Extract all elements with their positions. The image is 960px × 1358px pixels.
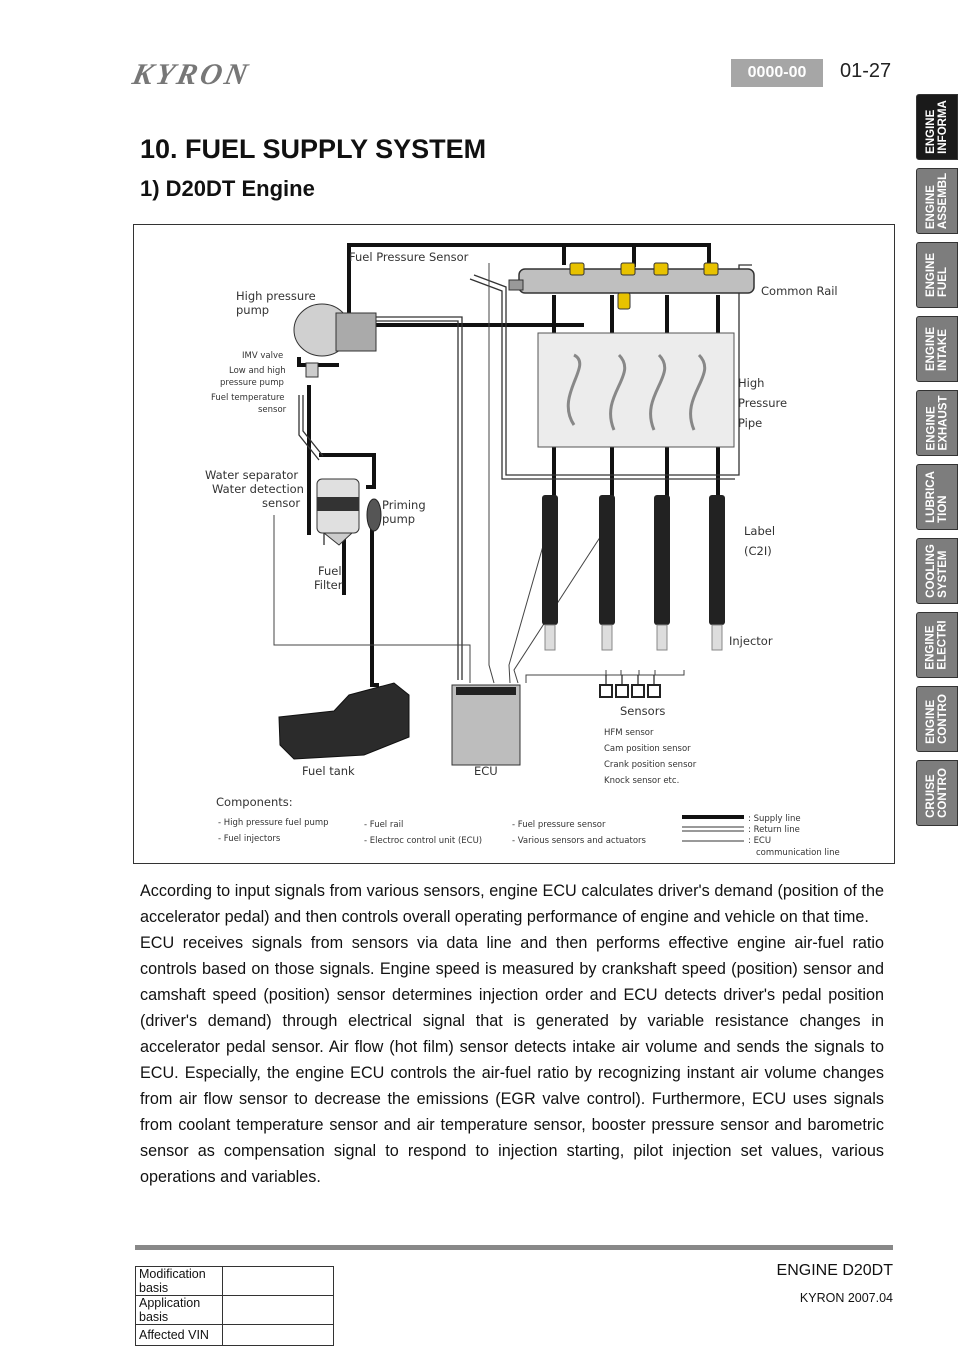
diagram-svg: Fuel Pressure Sensor High pressure pump …: [205, 243, 840, 858]
footer-cell-value: [222, 1266, 334, 1296]
tab-label: ENGINE ELECTRI: [925, 620, 950, 670]
legend-supply-line: : Supply line: [748, 814, 801, 824]
tab-cruise-control[interactable]: CRUISE CONTRO: [916, 760, 958, 826]
component-item: - Various sensors and actuators: [512, 836, 647, 846]
fuel-tank-shape: [278, 682, 410, 760]
rail-connectors: [569, 262, 719, 310]
section-tabs: ENGINE INFORMA ENGINE ASSEMBL ENGINE FUE…: [916, 94, 960, 834]
high-pressure-pipes-box: [537, 332, 735, 448]
pipe-shapes: [566, 353, 707, 431]
footer-cell-value: [222, 1295, 334, 1325]
label-cam-sensor: Cam position sensor: [604, 744, 691, 754]
component-item: - High pressure fuel pump: [218, 818, 329, 828]
tab-engine-intake[interactable]: ENGINE INTAKE: [916, 316, 958, 382]
component-item: - Electroc control unit (ECU): [364, 836, 482, 846]
fuel-filter-shape: [316, 478, 382, 546]
label-imv-valve: IMV valve: [242, 351, 283, 361]
label-priming-2: pump: [382, 512, 415, 526]
label-fuel-pressure-sensor: Fuel Pressure Sensor: [349, 250, 469, 264]
label-ecu: ECU: [474, 764, 498, 778]
label-hp-pump-2: pump: [236, 303, 269, 317]
footer-engine: ENGINE D20DT: [776, 1262, 893, 1279]
fuel-pressure-sensor-shape: [508, 279, 524, 291]
tab-label: ENGINE ASSEMBL: [925, 172, 950, 230]
tab-label: ENGINE INTAKE: [925, 326, 949, 372]
fuel-system-diagram: Fuel Pressure Sensor High pressure pump …: [133, 224, 895, 864]
footer-cell-value: [222, 1324, 334, 1346]
table-row: Affected VIN: [135, 1324, 334, 1346]
tab-label: ENGINE FUEL: [925, 252, 949, 298]
tab-label: ENGINE CONTRO: [925, 694, 949, 744]
tab-label: ENGINE EXHAUST: [925, 395, 950, 451]
label-injector: Injector: [729, 634, 773, 648]
tab-cooling-system[interactable]: COOLING SYSTEM: [916, 538, 958, 604]
tab-lubrication[interactable]: LUBRICA TION: [916, 464, 958, 530]
legend-ecu-line-1: : ECU: [748, 836, 771, 846]
body-paragraph-2: ECU receives signals from sensors via da…: [140, 934, 884, 1186]
footer-table: Modification basis Application basis Aff…: [135, 1266, 334, 1346]
component-item: - Fuel rail: [364, 820, 403, 830]
label-label-2: (C2I): [744, 544, 772, 558]
label-water-detection-2: sensor: [262, 496, 300, 510]
label-water-separator: Water separator: [205, 468, 298, 482]
injector-shapes: [542, 495, 725, 651]
legend-ecu-line-2: communication line: [756, 848, 840, 858]
page-code-badge: 0000-00: [731, 59, 823, 87]
label-fuel-temp-2: sensor: [258, 405, 287, 415]
tab-engine-exhaust[interactable]: ENGINE EXHAUST: [916, 390, 958, 456]
footer-cell-label: Application basis: [135, 1295, 223, 1325]
label-hp-pipe-2: Pressure: [738, 396, 787, 410]
ecu-shape: [451, 684, 521, 766]
label-sensors: Sensors: [620, 704, 665, 718]
sensor-connectors: [605, 675, 655, 685]
label-crank-sensor: Crank position sensor: [604, 760, 697, 770]
table-row: Application basis: [135, 1295, 334, 1325]
page-number: 01-27: [840, 60, 892, 82]
footer-rule: [135, 1245, 893, 1250]
label-fuel-filter-2: Filter: [314, 578, 343, 592]
label-hfm-sensor: HFM sensor: [604, 728, 654, 738]
page-title: 10. FUEL SUPPLY SYSTEM: [140, 134, 487, 164]
label-knock-sensor: Knock sensor etc.: [604, 776, 679, 786]
section-subtitle: 1) D20DT Engine: [140, 176, 315, 201]
label-label-1: Label: [744, 524, 775, 538]
high-pressure-pump-shape: [293, 303, 377, 378]
tab-label: CRUISE CONTRO: [925, 768, 949, 818]
footer-model: KYRON 2007.04: [799, 1291, 893, 1305]
legend-return-line: : Return line: [748, 825, 800, 835]
label-common-rail: Common Rail: [761, 284, 838, 298]
tab-label: LUBRICA TION: [925, 471, 949, 523]
component-item: - Fuel pressure sensor: [512, 820, 606, 830]
table-row: Modification basis: [135, 1266, 334, 1296]
ecu-lines: [273, 263, 685, 684]
label-hp-pipe-3: Pipe: [738, 416, 762, 430]
tab-label: ENGINE INFORMA: [925, 100, 950, 154]
component-item: - Fuel injectors: [218, 834, 281, 844]
sensor-boxes: [599, 684, 661, 698]
kyron-logo: KYRON: [129, 58, 254, 91]
label-fuel-tank: Fuel tank: [302, 764, 355, 778]
tab-engine-control[interactable]: ENGINE CONTRO: [916, 686, 958, 752]
body-paragraph-1: According to input signals from various …: [140, 882, 884, 926]
common-rail-shape: [518, 268, 755, 294]
label-hp-pump-1: High pressure: [236, 289, 316, 303]
label-priming-1: Priming: [382, 498, 426, 512]
footer-cell-label: Affected VIN: [135, 1324, 223, 1346]
label-low-high-1: Low and high: [229, 366, 286, 376]
tab-engine-information[interactable]: ENGINE INFORMA: [916, 94, 958, 160]
tab-engine-electrical[interactable]: ENGINE ELECTRI: [916, 612, 958, 678]
tab-engine-fuel[interactable]: ENGINE FUEL: [916, 242, 958, 308]
tab-label: COOLING SYSTEM: [925, 544, 950, 598]
components-heading: Components:: [216, 795, 293, 809]
label-fuel-temp-1: Fuel temperature: [211, 393, 285, 403]
footer-cell-label: Modification basis: [135, 1266, 223, 1296]
body-text: According to input signals from various …: [140, 878, 884, 1190]
label-fuel-filter-1: Fuel: [318, 564, 342, 578]
label-water-detection-1: Water detection: [212, 482, 304, 496]
label-low-high-2: pressure pump: [220, 378, 284, 388]
label-hp-pipe-1: High: [738, 376, 764, 390]
tab-engine-assembly[interactable]: ENGINE ASSEMBL: [916, 168, 958, 234]
